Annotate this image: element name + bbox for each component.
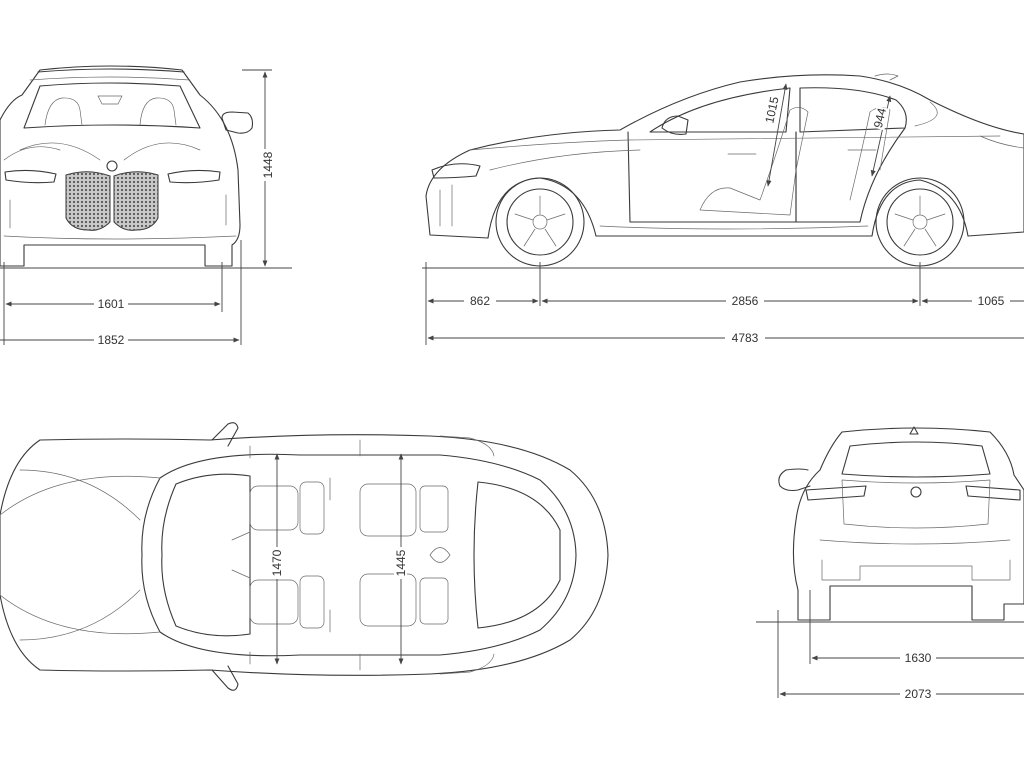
front-windshield (23, 82, 201, 129)
top-front-shoulder-label: 1470 (270, 549, 284, 576)
front-logo-icon (106, 160, 118, 172)
side-headlight (431, 163, 481, 179)
side-front-overhang-label: 862 (470, 294, 490, 308)
rear-width-label: 2073 (905, 687, 932, 701)
top-mirror-right (211, 665, 239, 691)
side-rear-headroom-label: 944 (871, 106, 889, 129)
rear-view: 1630 2073 (756, 426, 1024, 701)
top-rear-seats (359, 483, 451, 627)
top-rear-shoulder-label: 1445 (394, 549, 408, 576)
side-front-wheel (495, 177, 585, 267)
side-wheelbase-label: 2856 (732, 294, 759, 308)
side-rear-wheel (875, 177, 965, 267)
rear-body-outline (792, 427, 1024, 621)
front-width-label: 1852 (98, 333, 125, 347)
front-track-label: 1601 (98, 297, 125, 311)
top-greenhouse (141, 453, 577, 657)
top-front-seats (249, 481, 325, 629)
top-rear-window (473, 481, 561, 629)
rear-logo-icon (910, 486, 922, 498)
side-window-front (649, 87, 791, 133)
side-length-label: 4783 (732, 331, 759, 345)
side-mirror (661, 115, 689, 135)
side-front-headroom-label: 1015 (762, 95, 781, 124)
top-view: 1470 1445 (0, 422, 609, 691)
top-mirror-left (211, 422, 239, 447)
rear-track-label: 1630 (905, 651, 932, 665)
rear-window (841, 441, 991, 478)
side-window-rear (799, 87, 907, 133)
side-body-outline (425, 74, 1024, 239)
side-rear-overhang-label: 1065 (978, 294, 1005, 308)
front-height-label: 1448 (261, 151, 275, 178)
front-headlight-right (167, 169, 221, 184)
rear-mirror (778, 468, 811, 492)
top-body-outline (0, 434, 609, 676)
front-body-outline (0, 65, 241, 267)
front-view: 1448 1601 1852 (0, 65, 292, 347)
rear-taillight-left (805, 485, 867, 501)
side-view: 1015 944 862 2856 1065 4783 (422, 73, 1024, 345)
front-mirror (221, 111, 254, 134)
front-headlight-left (4, 169, 57, 184)
rear-taillight-right (965, 485, 1021, 501)
